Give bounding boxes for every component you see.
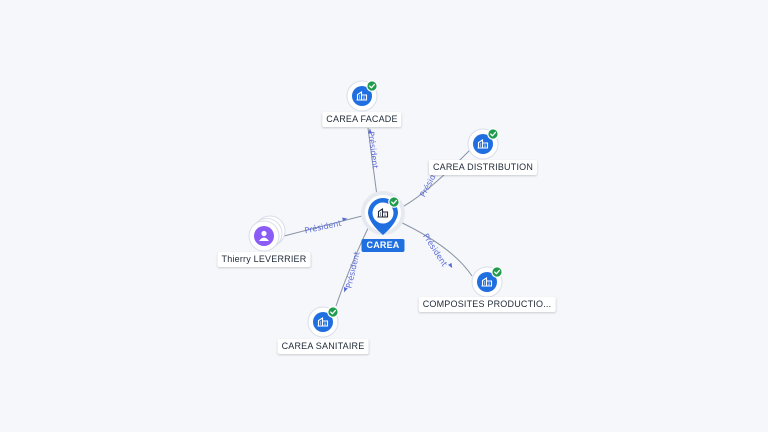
node-composites-production[interactable] [471, 266, 503, 298]
building-icon [317, 317, 329, 327]
verified-check-icon [487, 128, 499, 140]
node-label-carea-facade[interactable]: CAREA FACADE [322, 112, 402, 127]
edge-arrow-icon [342, 217, 348, 222]
edge-arrow-icon [343, 286, 348, 293]
node-label-composites-production[interactable]: COMPOSITES PRODUCTIO... [418, 297, 556, 312]
building-icon [377, 208, 389, 218]
person-icon [259, 230, 269, 241]
edge-label: Président [343, 251, 361, 290]
edge-arrow-icon [368, 128, 372, 134]
node-carea-facade[interactable] [346, 80, 378, 112]
verified-check-icon [327, 306, 339, 318]
edge-line [367, 127, 378, 197]
edge-line [395, 219, 473, 277]
edge-label: Président [366, 131, 380, 169]
node-carea-distribution[interactable] [467, 128, 499, 160]
edge-carea-facade-center[interactable]: Président [366, 127, 381, 197]
verified-check-icon [388, 196, 400, 208]
building-icon [356, 91, 368, 101]
edge-label: Président [304, 218, 343, 236]
edge-composites-production-center[interactable]: Président [395, 219, 473, 277]
edge-line [283, 215, 363, 237]
building-icon [481, 277, 493, 287]
node-label-thierry-leverrier[interactable]: Thierry LEVERRIER [217, 252, 311, 267]
edge-label: Président [421, 231, 450, 268]
node-label-carea-sanitaire[interactable]: CAREA SANITAIRE [277, 339, 369, 354]
edge-carea-sanitaire-center[interactable]: Président [335, 225, 370, 307]
building-icon [477, 139, 489, 149]
node-thierry-leverrier[interactable] [248, 215, 286, 252]
edge-carea-distribution-center[interactable]: Président [395, 149, 471, 211]
node-carea-sanitaire[interactable] [307, 306, 339, 338]
verified-check-icon [491, 266, 503, 278]
node-label-carea-distribution[interactable]: CAREA DISTRIBUTION [428, 160, 538, 175]
edge-arrow-icon [448, 262, 453, 269]
edge-center-thierry-leverrier[interactable]: Président [283, 215, 363, 237]
node-center[interactable] [361, 191, 405, 235]
node-label-center[interactable]: CAREA [361, 239, 405, 252]
nodes-layer [248, 80, 503, 338]
verified-check-icon [366, 80, 378, 92]
edge-line [335, 225, 370, 307]
